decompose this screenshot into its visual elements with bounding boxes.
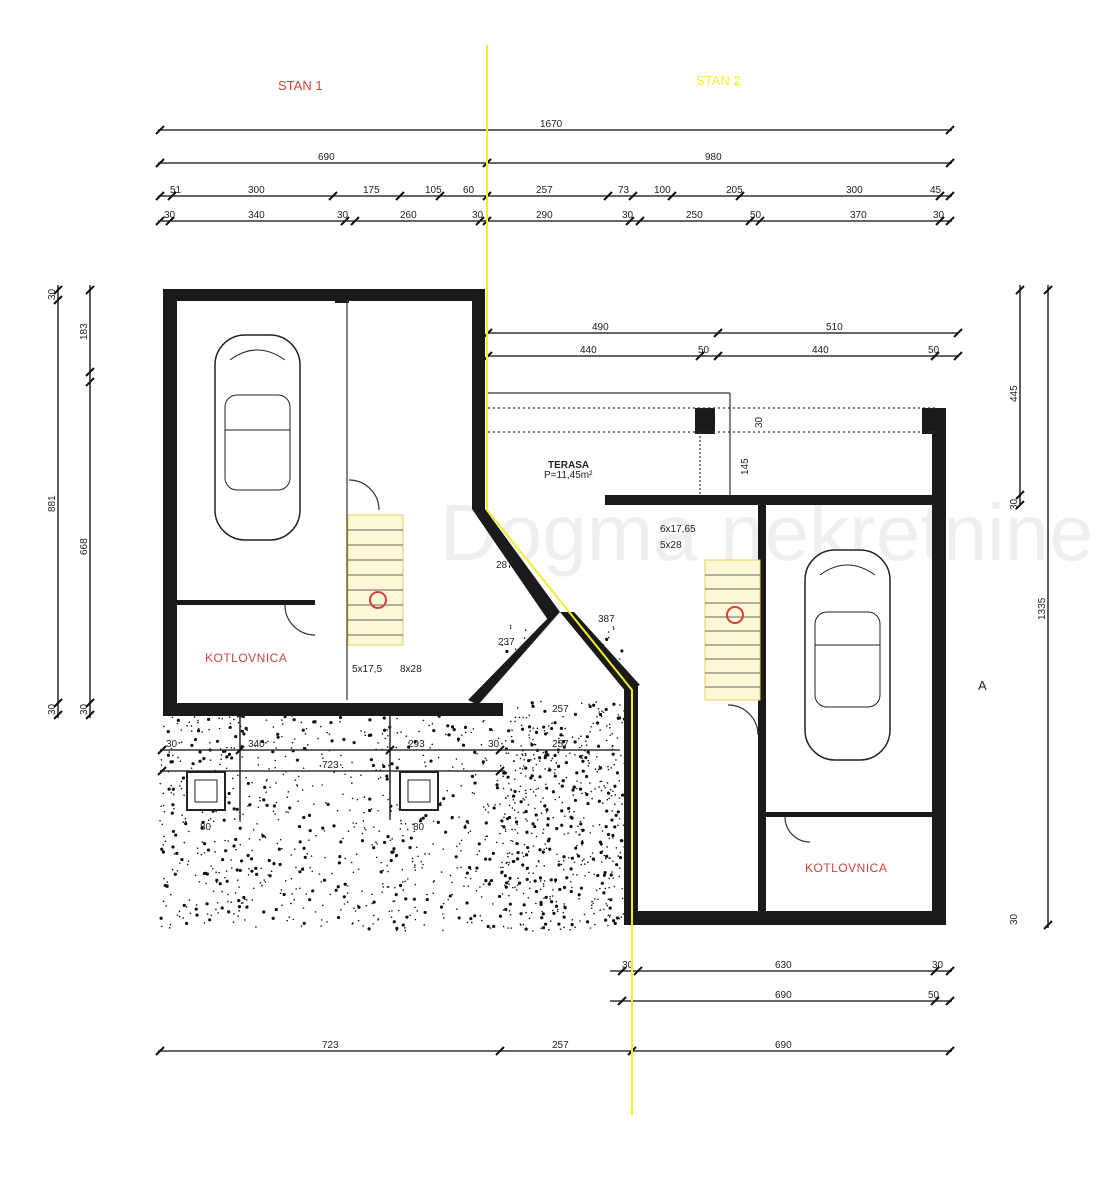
- room-terasa-area: P=11,45m²: [544, 470, 593, 481]
- svg-text:723: 723: [322, 760, 339, 771]
- svg-text:105: 105: [425, 185, 442, 196]
- svg-text:175: 175: [363, 185, 380, 196]
- stan-2-title: STAN 2: [696, 73, 741, 88]
- svg-text:80: 80: [200, 822, 212, 833]
- room-kotlovnica-right: KOTLOVNICA: [805, 861, 887, 875]
- top-dimensions: 1670 690 980 51 300 175 105 60 257 73 10…: [158, 119, 952, 222]
- svg-text:300: 300: [846, 185, 863, 196]
- svg-text:257: 257: [552, 704, 569, 715]
- svg-text:668: 668: [79, 538, 90, 555]
- stan-1-title: STAN 1: [278, 78, 323, 93]
- svg-text:1670: 1670: [540, 119, 563, 130]
- lower-left-dimensions: 30 340 293 30 257 723 80 80: [160, 716, 620, 833]
- svg-text:293: 293: [408, 739, 425, 750]
- svg-text:257: 257: [536, 185, 553, 196]
- svg-text:440: 440: [812, 345, 829, 356]
- svg-text:690: 690: [775, 990, 792, 1001]
- svg-text:30: 30: [622, 210, 634, 221]
- svg-text:30: 30: [754, 416, 765, 428]
- interior-dimensions: 287 237 387 145 30 257: [496, 416, 765, 715]
- svg-text:690: 690: [318, 152, 335, 163]
- svg-text:1335: 1335: [1037, 597, 1048, 620]
- svg-text:510: 510: [826, 322, 843, 333]
- pit-right: [399, 771, 439, 811]
- walls: [163, 289, 946, 925]
- svg-text:80: 80: [413, 822, 425, 833]
- svg-text:260: 260: [400, 210, 417, 221]
- ground-hatch: [159, 624, 626, 932]
- svg-text:30: 30: [472, 210, 484, 221]
- svg-text:290: 290: [536, 210, 553, 221]
- svg-text:30: 30: [337, 210, 349, 221]
- label-a: A: [978, 678, 987, 693]
- svg-text:30: 30: [488, 739, 500, 750]
- svg-text:30: 30: [47, 703, 58, 715]
- svg-text:30: 30: [932, 960, 944, 971]
- svg-text:723: 723: [322, 1040, 339, 1051]
- stairs-left: 5x17,5 8x28: [347, 514, 422, 675]
- svg-text:30: 30: [47, 288, 58, 300]
- upper-right-dimensions: 490 510 440 50 440 50: [488, 322, 958, 357]
- svg-text:30: 30: [933, 210, 945, 221]
- svg-text:630: 630: [775, 960, 792, 971]
- svg-text:183: 183: [79, 323, 90, 340]
- svg-text:73: 73: [618, 185, 630, 196]
- left-dimensions: 30 881 30 183 668 30: [47, 285, 91, 718]
- unit-divider-line: [486, 45, 633, 1115]
- car-left-icon: [214, 334, 301, 541]
- pit-left: [186, 771, 226, 811]
- svg-text:30: 30: [622, 960, 634, 971]
- svg-text:340: 340: [248, 210, 265, 221]
- svg-text:50: 50: [928, 345, 940, 356]
- car-right-icon: [804, 549, 891, 761]
- svg-text:50: 50: [750, 210, 762, 221]
- svg-text:50: 50: [698, 345, 710, 356]
- svg-text:690: 690: [775, 1040, 792, 1051]
- svg-text:60: 60: [463, 185, 475, 196]
- svg-text:30: 30: [79, 703, 90, 715]
- svg-text:30: 30: [1009, 498, 1020, 510]
- svg-text:237: 237: [498, 637, 515, 648]
- bottom-dimensions: 30 630 30 690 50 723 257 690: [158, 960, 952, 1052]
- stairs-right: 6x17,65 5x28: [660, 524, 761, 701]
- right-dimensions: 445 30 30 1335: [1009, 285, 1049, 928]
- svg-text:50: 50: [928, 990, 940, 1001]
- svg-text:980: 980: [705, 152, 722, 163]
- svg-text:250: 250: [686, 210, 703, 221]
- svg-text:145: 145: [740, 458, 751, 475]
- svg-text:6x17,65: 6x17,65: [660, 524, 696, 535]
- svg-text:257: 257: [552, 1040, 569, 1051]
- svg-text:287: 287: [496, 560, 513, 571]
- svg-text:257: 257: [552, 739, 569, 750]
- dimension-ticks: [53, 125, 1053, 1056]
- svg-text:370: 370: [850, 210, 867, 221]
- svg-text:30: 30: [166, 739, 178, 750]
- svg-text:30: 30: [1009, 913, 1020, 925]
- svg-text:445: 445: [1009, 385, 1020, 402]
- svg-text:5x17,5: 5x17,5: [352, 664, 382, 675]
- svg-text:5x28: 5x28: [660, 540, 682, 551]
- svg-text:440: 440: [580, 345, 597, 356]
- svg-text:205: 205: [726, 185, 743, 196]
- svg-text:45: 45: [930, 185, 942, 196]
- svg-text:340: 340: [248, 739, 265, 750]
- svg-text:30: 30: [164, 210, 176, 221]
- svg-text:51: 51: [170, 185, 182, 196]
- svg-text:300: 300: [248, 185, 265, 196]
- svg-text:490: 490: [592, 322, 609, 333]
- room-terasa: TERASA: [548, 460, 589, 471]
- svg-text:8x28: 8x28: [400, 664, 422, 675]
- svg-text:387: 387: [598, 614, 615, 625]
- svg-text:881: 881: [47, 495, 58, 512]
- svg-text:100: 100: [654, 185, 671, 196]
- room-kotlovnica-left: KOTLOVNICA: [205, 651, 287, 665]
